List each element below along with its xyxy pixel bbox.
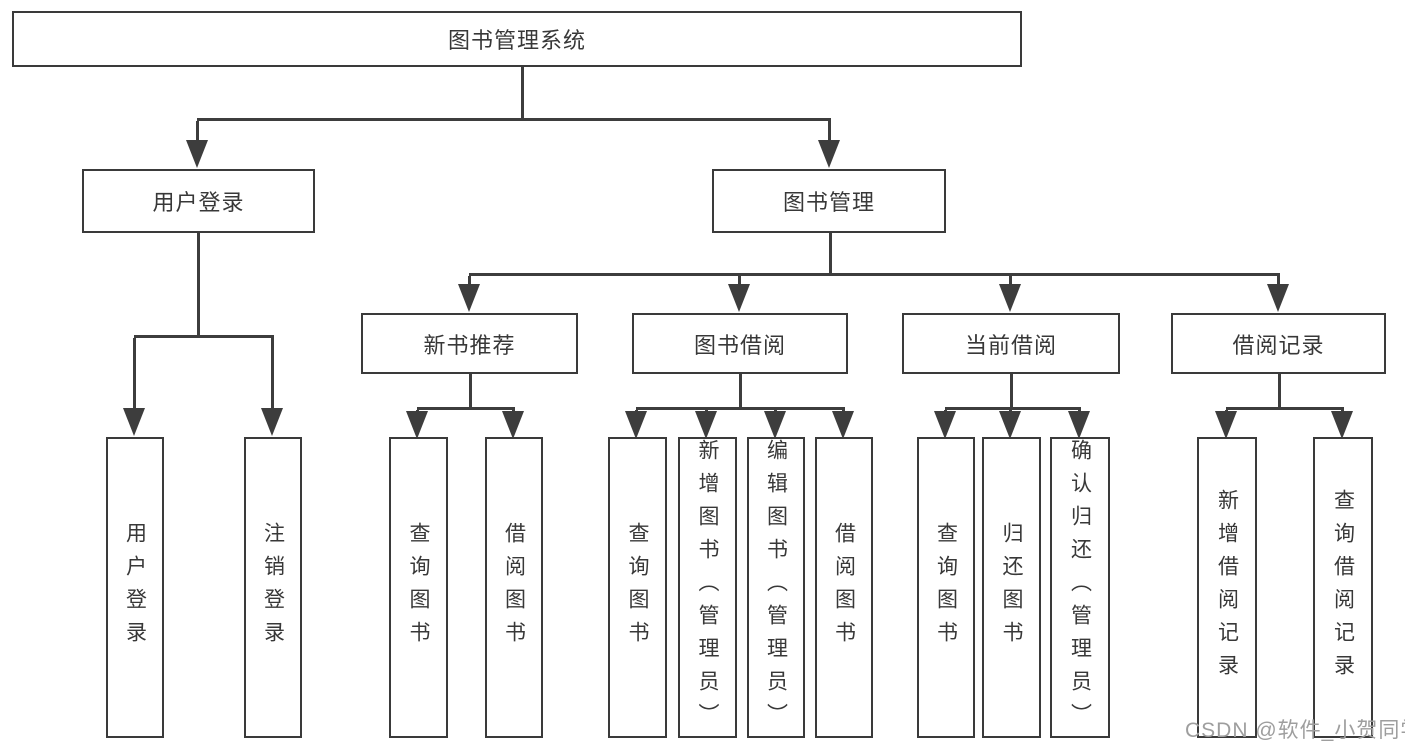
arrow-to-current-borrowing [999, 276, 1021, 312]
leaf-query-books-borrowing: 查询图书 [608, 437, 667, 738]
arrow-to-leaf-borrow-books-recommend [502, 410, 524, 439]
arrow-to-leaf-logout [261, 338, 283, 436]
connector-book-borrowing-branch [636, 407, 845, 410]
arrow-to-new-book-recommend [458, 276, 480, 312]
node-current-borrowing: 当前借阅 [902, 313, 1120, 374]
arrow-to-book-borrowing [728, 276, 750, 312]
connector-borrowing-records-stem [1278, 374, 1281, 408]
connector-current-borrowing-branch [945, 407, 1081, 410]
node-new-book-recommend: 新书推荐 [361, 313, 578, 374]
connector-borrowing-records-branch [1226, 407, 1344, 410]
arrow-to-leaf-confirm-return [1068, 410, 1090, 439]
leaf-query-books-current: 查询图书 [917, 437, 975, 738]
leaf-return-books: 归还图书 [982, 437, 1041, 738]
leaf-add-book-admin: 新增图书（管理员） [678, 437, 737, 738]
arrow-to-leaf-user-login [123, 338, 145, 436]
arrow-to-leaf-query-borrow-record [1331, 410, 1353, 439]
leaf-label: 新增图书（管理员） [696, 439, 719, 736]
arrow-to-leaf-return-books [999, 410, 1021, 439]
arrow-to-leaf-query-books-recommend [406, 410, 428, 439]
connector-user-login-stem [197, 233, 200, 336]
leaf-label: 注销登录 [261, 521, 285, 654]
leaf-borrow-books: 借阅图书 [815, 437, 873, 738]
connector-level2-branch [197, 118, 831, 121]
csdn-watermark: CSDN @软件_小贺同学 [1185, 719, 1405, 742]
node-book-borrowing: 图书借阅 [632, 313, 848, 374]
leaf-label: 新增借阅记录 [1215, 488, 1239, 687]
connector-root-stem [521, 67, 524, 119]
node-user-login: 用户登录 [82, 169, 315, 233]
leaf-label: 用户登录 [123, 521, 147, 654]
connector-level3-branch [469, 273, 1280, 276]
leaf-query-borrow-record: 查询借阅记录 [1313, 437, 1373, 738]
leaf-label: 查询图书 [407, 521, 430, 654]
connector-user-login-branch [134, 335, 274, 338]
leaf-label: 借阅图书 [832, 521, 856, 654]
leaf-logout: 注销登录 [244, 437, 302, 738]
leaf-user-login: 用户登录 [106, 437, 164, 738]
connector-book-borrowing-stem [739, 374, 742, 408]
arrow-to-leaf-query-books-borrowing [625, 410, 647, 439]
connector-new-book-branch [417, 407, 515, 410]
leaf-add-borrow-record: 新增借阅记录 [1197, 437, 1257, 738]
arrow-to-leaf-edit-book [764, 410, 786, 439]
arrow-to-book-management [818, 121, 840, 168]
node-book-management: 图书管理 [712, 169, 946, 233]
leaf-label: 确认归还（管理员） [1068, 439, 1092, 736]
arrow-to-user-login [186, 121, 208, 168]
leaf-query-books-recommend: 查询图书 [389, 437, 448, 738]
leaf-confirm-return-admin: 确认归还（管理员） [1050, 437, 1110, 738]
connector-new-book-stem [469, 374, 472, 408]
node-library-management-system: 图书管理系统 [12, 11, 1022, 67]
node-borrowing-records: 借阅记录 [1171, 313, 1386, 374]
connector-current-borrowing-stem [1010, 374, 1013, 408]
arrow-to-leaf-borrow-books [832, 410, 854, 439]
connector-book-management-stem [829, 233, 832, 274]
leaf-label: 归还图书 [1000, 521, 1023, 654]
arrow-to-borrowing-records [1267, 276, 1289, 312]
arrow-to-leaf-query-books-current [934, 410, 956, 439]
leaf-label: 编辑图书（管理员） [764, 439, 788, 736]
leaf-label: 借阅图书 [502, 521, 526, 654]
leaf-label: 查询借阅记录 [1331, 488, 1355, 687]
arrow-to-leaf-add-borrow-record [1215, 410, 1237, 439]
leaf-label: 查询图书 [626, 521, 649, 654]
arrow-to-leaf-add-book [695, 410, 717, 439]
leaf-borrow-books-recommend: 借阅图书 [485, 437, 543, 738]
leaf-label: 查询图书 [934, 521, 958, 654]
leaf-edit-book-admin: 编辑图书（管理员） [747, 437, 805, 738]
